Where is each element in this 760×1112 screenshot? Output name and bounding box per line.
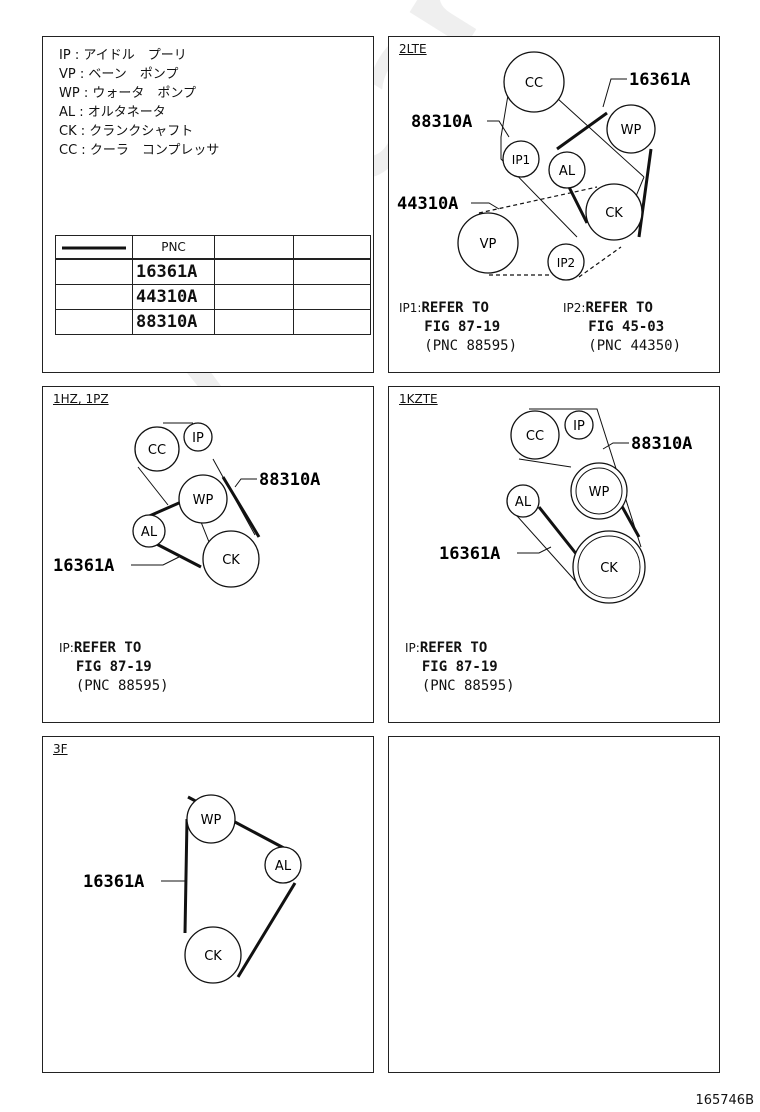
pulley-label-ip1: IP1 xyxy=(512,153,530,167)
pulley-label-ip: IP xyxy=(192,431,204,446)
legend-item-cc: CC : クーラ コンプレッサ xyxy=(59,143,220,158)
part-label-44310a: 44310A xyxy=(397,194,458,214)
note-ip1: IP1:REFER TO FIG 87-19 (PNC 88595) xyxy=(399,300,518,354)
pulley-label-wp: WP xyxy=(621,123,642,138)
legend-item-ck: CK : クランクシャフト xyxy=(59,124,194,139)
part-label-88310a: 88310A xyxy=(631,434,692,454)
document-number: 165746B xyxy=(695,1093,754,1108)
pulley-wp xyxy=(178,474,228,524)
part-label-16361a: 16361A xyxy=(629,70,690,90)
pulley-al xyxy=(506,484,540,518)
pnc-row-dashed: 44310A xyxy=(55,247,371,310)
pulley-wp xyxy=(186,794,236,844)
pulley-ck xyxy=(202,530,260,588)
pnc-header-cell: PNC xyxy=(132,235,215,260)
pulley-ip2 xyxy=(547,243,585,281)
thin-line-swatch xyxy=(61,247,126,248)
panel-1kzte: 1KZTE CC IP WP AL CK 88310A 16361A IP:RE… xyxy=(388,386,720,723)
pulley-label-cc: CC xyxy=(525,76,543,91)
legend-item-wp: WP : ウォータ ポンプ xyxy=(59,86,196,101)
pnc-table: PNC 16361A 44310A 88310A xyxy=(55,235,371,335)
pnc-row-thin: 88310A xyxy=(55,247,371,335)
panel-title: 1KZTE xyxy=(399,392,438,406)
pulley-al xyxy=(132,514,166,548)
pulley-label-ck: CK xyxy=(204,949,222,964)
pulley-label-al: AL xyxy=(141,525,158,540)
pulley-wp xyxy=(575,467,623,515)
pnc-row-thick: 16361A xyxy=(55,246,371,285)
pulley-cc xyxy=(134,426,180,472)
pulley-label-al: AL xyxy=(559,164,576,179)
pulley-vp xyxy=(457,212,519,274)
belt-diagram-1hz: CC IP WP AL CK 88310A 16361A xyxy=(53,422,320,588)
legend-item-vp: VP : ベーン ポンプ xyxy=(59,67,179,82)
pnc-value: 44310A xyxy=(132,284,215,310)
panel-2lte: 2LTE CC WP IP1 AL CK VP IP2 16361A 88310… xyxy=(388,36,720,373)
legend-panel: IP : アイドル プーリ VP : ベーン ポンプ WP : ウォータ ポンプ… xyxy=(42,36,374,373)
pulley-label-ck: CK xyxy=(222,553,240,568)
pulley-label-cc: CC xyxy=(526,429,544,444)
note-ip: IP:REFER TO FIG 87-19 (PNC 88595) xyxy=(59,640,169,694)
pulley-label-ip2: IP2 xyxy=(557,256,575,270)
belt-diagram-2lte: CC WP IP1 AL CK VP IP2 16361A 88310A 443… xyxy=(397,51,690,281)
legend-item-al: AL : オルタネータ xyxy=(59,105,166,120)
part-label-16361a: 16361A xyxy=(53,556,114,576)
pnc-table-header: PNC xyxy=(55,235,371,260)
panel-3f: 3F WP AL CK 16361A xyxy=(42,736,374,1073)
pnc-value: 16361A xyxy=(132,258,215,285)
pulley-label-al: AL xyxy=(275,859,292,874)
pulley-label-wp: WP xyxy=(201,813,222,828)
pulley-label-vp: VP xyxy=(480,237,497,252)
belt-diagram-3f: WP AL CK 16361A xyxy=(83,794,302,984)
note-ip: IP:REFER TO FIG 87-19 (PNC 88595) xyxy=(405,640,515,694)
pulley-ck xyxy=(585,183,643,241)
pulley-ip1 xyxy=(502,140,540,178)
pnc-value: 88310A xyxy=(132,309,215,335)
pulley-label-al: AL xyxy=(515,495,532,510)
pulley-label-cc: CC xyxy=(148,443,166,458)
part-label-16361a: 16361A xyxy=(83,872,144,892)
pulley-label-wp: WP xyxy=(193,493,214,508)
pulley-ck xyxy=(184,926,242,984)
belt-diagram-1kzte: CC IP WP AL CK 88310A 16361A xyxy=(439,408,692,604)
pulley-wp xyxy=(606,104,656,154)
panel-title: 3F xyxy=(53,742,68,756)
panel-empty xyxy=(388,736,720,1073)
pulley-label-ck: CK xyxy=(600,561,618,576)
pulley-ip xyxy=(564,410,594,440)
note-ip2: IP2:REFER TO FIG 45-03 (PNC 44350) xyxy=(563,300,682,354)
part-label-88310a: 88310A xyxy=(259,470,320,490)
pulley-label-ck: CK xyxy=(605,206,623,221)
pulley-label-wp: WP xyxy=(589,485,610,500)
pulley-ck xyxy=(577,535,641,599)
part-label-88310a: 88310A xyxy=(411,112,472,132)
pulley-al xyxy=(264,846,302,884)
legend-item-ip: IP : アイドル プーリ xyxy=(59,48,187,63)
pulley-al xyxy=(548,151,586,189)
pulley-label-ip: IP xyxy=(573,419,585,434)
panel-1hz-1pz: 1HZ, 1PZ CC IP WP AL CK 88310A 16361A IP… xyxy=(42,386,374,723)
panel-title: 2LTE xyxy=(399,42,427,56)
pulley-cc xyxy=(510,410,560,460)
pulley-cc xyxy=(503,51,565,113)
part-label-16361a: 16361A xyxy=(439,544,500,564)
pulley-ip xyxy=(183,422,213,452)
panel-title: 1HZ, 1PZ xyxy=(53,392,109,406)
